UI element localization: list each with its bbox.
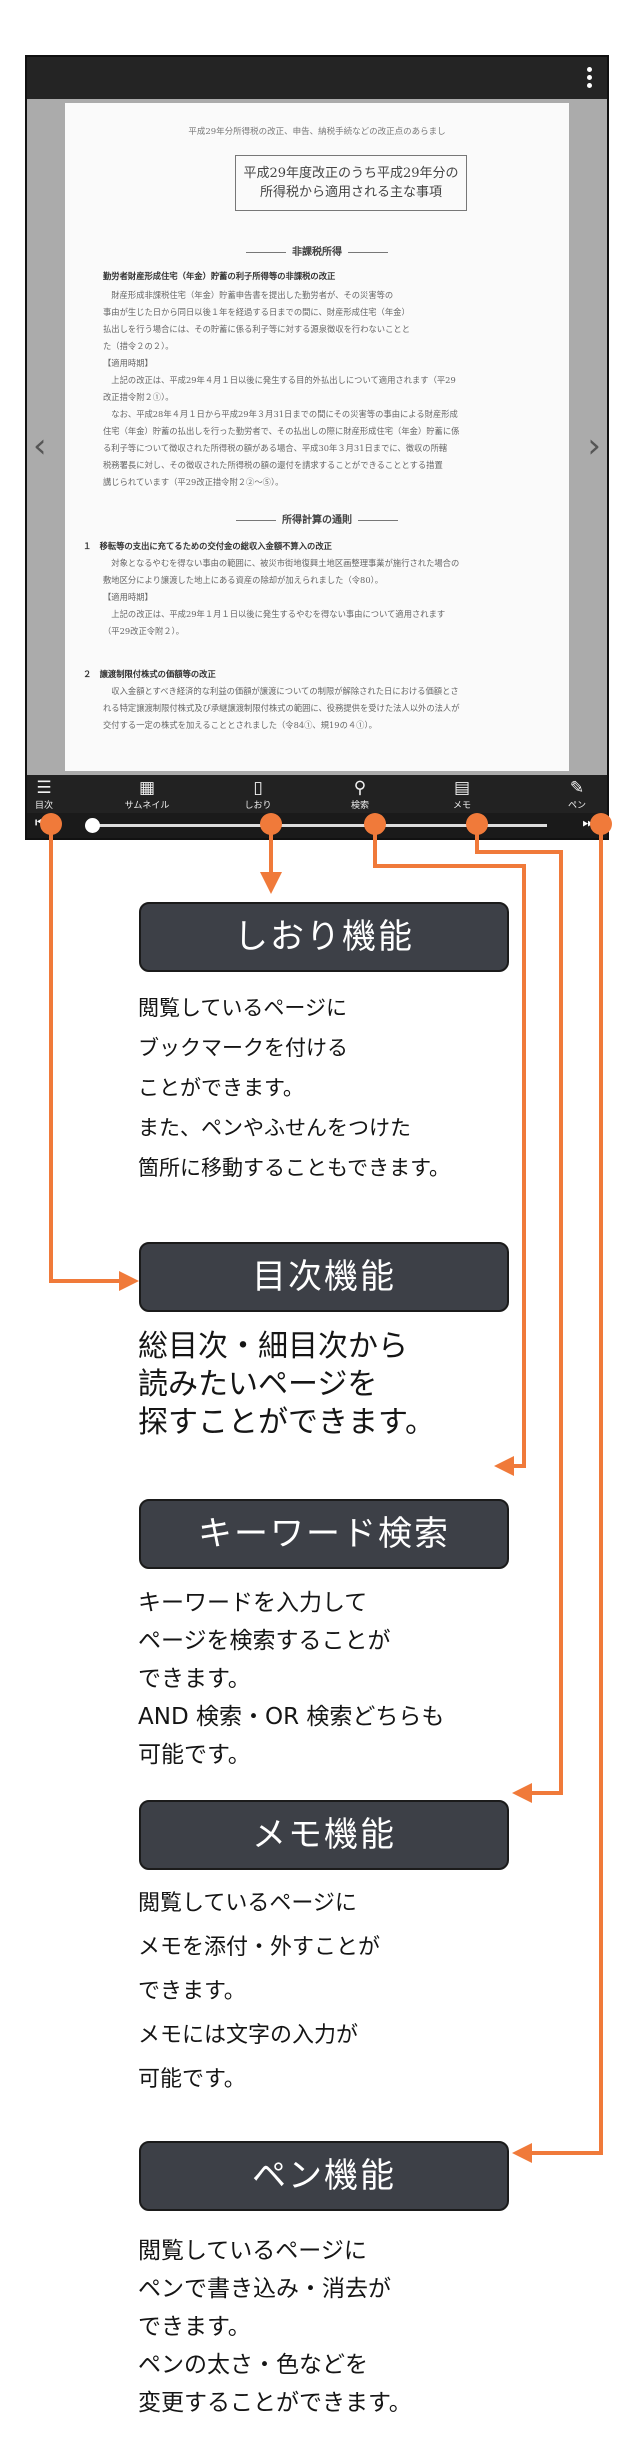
callout-line bbox=[530, 1791, 563, 1795]
callout-arrow-icon bbox=[119, 1271, 139, 1291]
callout-line bbox=[49, 830, 53, 1282]
body-line: 改正措令附２①）。 bbox=[103, 392, 174, 402]
toolbar-toc-button[interactable]: ☰ 目次 bbox=[14, 778, 74, 811]
top-bar bbox=[27, 57, 607, 99]
paragraph-heading: １ 移転等の支出に充てるための交付金の総収入金額不算入の改正 bbox=[83, 541, 332, 551]
toolbar-search-button[interactable]: ⚲ 検索 bbox=[330, 778, 390, 811]
callout-arrow-icon bbox=[494, 1456, 514, 1476]
toc-icon: ☰ bbox=[36, 778, 52, 798]
body-line: 対象となるやむを得ない事由の範囲に、被災市街地復興土地区画整理事業が施行された場… bbox=[103, 558, 460, 568]
callout-marker bbox=[40, 813, 62, 835]
toolbar-thumbnail-button[interactable]: ▦ サムネイル bbox=[117, 778, 177, 811]
body-line: 住宅（年金）貯蓄の払出しを行った勤労者で、その払出しの際に財産形成住宅（年金）貯… bbox=[103, 426, 460, 436]
page-header: 平成29年分所得税の改正、申告、納税手続などの改正点のあらまし bbox=[188, 127, 446, 137]
reader-screenshot: ‹ › 平成29年分所得税の改正、申告、納税手続などの改正点のあらまし 平成29… bbox=[25, 55, 609, 840]
body-line: 上記の改正は、平成29年４月１日以後に発生する目的外払出しについて適用されます（… bbox=[103, 375, 456, 385]
callout-marker bbox=[466, 813, 488, 835]
seek-thumb[interactable] bbox=[85, 818, 100, 833]
callout-line bbox=[475, 830, 479, 853]
document-page: 平成29年分所得税の改正、申告、納税手続などの改正点のあらまし 平成29年度改正… bbox=[65, 103, 569, 771]
bookmark-page-icon: ▯ bbox=[253, 778, 263, 798]
page-title-box: 平成29年度改正のうち平成29年分の 所得税から適用される主な事項 bbox=[235, 155, 467, 211]
feature-title-toc: 目次機能 bbox=[139, 1242, 509, 1312]
page-seek-bar: ⏮ ⏭ bbox=[27, 813, 607, 838]
section-heading: 所得計算の通則 bbox=[65, 511, 569, 526]
callout-arrow-icon bbox=[512, 2143, 532, 2163]
callout-line bbox=[522, 864, 526, 1464]
body-line: 事由が生じた日から同日以後１年を経過する日までの間に、財産形成住宅（年金） bbox=[103, 307, 410, 317]
pen-icon: ✎ bbox=[569, 778, 585, 798]
body-line: なお、平成28年４月１日から平成29年３月31日までの間にその災害等の事由による… bbox=[103, 409, 458, 419]
callout-arrow-icon bbox=[512, 1783, 532, 1803]
callout-line bbox=[475, 850, 563, 854]
body-line: る利子等について徴収された所得税の額がある場合、平成30年３月31日までに、徴収… bbox=[103, 443, 448, 453]
callout-line bbox=[373, 864, 526, 868]
callout-line bbox=[559, 850, 563, 1794]
toolbar-bookmark-button[interactable]: ▯ しおり bbox=[228, 778, 288, 811]
body-line: 財産形成非課税住宅（年金）貯蓄申告書を提出した勤労者が、その災害等の bbox=[103, 290, 394, 300]
more-menu-icon[interactable] bbox=[587, 67, 593, 89]
prev-page-arrow-icon[interactable]: ‹ bbox=[33, 426, 47, 466]
paragraph-heading: ２ 譲渡制限付株式の価額等の改正 bbox=[83, 669, 216, 679]
body-line: 敷地区分により譲渡した地上にある資産の除却が加えられました（令80）。 bbox=[103, 575, 384, 585]
feature-desc-memo: 閲覧しているページに メモを添付・外すことが できます。 メモには文字の入力が … bbox=[138, 1891, 381, 2092]
callout-line bbox=[49, 1279, 121, 1283]
callout-line bbox=[269, 830, 273, 875]
body-line: 上記の改正は、平成29年１月１日以後に発生するやむを得ない事由について適用されま… bbox=[103, 609, 446, 619]
feature-title-keyword-search: キーワード検索 bbox=[139, 1499, 509, 1569]
feature-title-pen: ペン機能 bbox=[139, 2141, 509, 2211]
feature-title-memo: メモ機能 bbox=[139, 1800, 509, 1870]
body-line: 収入金額とすべき経済的な利益の価額が譲渡についての制限が解除された日における価額… bbox=[103, 686, 459, 696]
toolbar-memo-button[interactable]: ▤ メモ bbox=[432, 778, 492, 811]
body-line: れる特定譲渡制限付株式及び承継譲渡制限付株式の範囲に、役務提供を受けた法人以外の… bbox=[103, 703, 460, 713]
paragraph-heading: 勤労者財産形成住宅（年金）貯蓄の利子所得等の非課税の改正 bbox=[103, 271, 336, 281]
body-line: 交付する一定の株式を加えることとされました（令84①、規19の４①）。 bbox=[103, 720, 377, 730]
callout-line bbox=[599, 830, 603, 2155]
memo-icon: ▤ bbox=[453, 778, 471, 798]
page-viewer[interactable]: ‹ › 平成29年分所得税の改正、申告、納税手続などの改正点のあらまし 平成29… bbox=[27, 99, 607, 775]
body-line: 【適用時期】 bbox=[103, 358, 153, 368]
grid-icon: ▦ bbox=[138, 778, 156, 798]
feature-desc-keyword-search: キーワードを入力して ページを検索することが できます。 AND 検索・OR 検… bbox=[138, 1590, 445, 1768]
callout-line bbox=[373, 830, 377, 866]
body-line: 【適用時期】 bbox=[103, 592, 153, 602]
feature-title-bookmark: しおり機能 bbox=[139, 902, 509, 972]
callout-marker bbox=[590, 813, 612, 835]
feature-desc-pen: 閲覧しているページに ペンで書き込み・消去が できます。 ペンの太さ・色などを … bbox=[138, 2238, 412, 2416]
callout-marker bbox=[260, 813, 282, 835]
feature-desc-bookmark: 閲覧しているページに ブックマークを付ける ことができます。 また、ペンやふせん… bbox=[138, 996, 451, 1180]
feature-desc-toc: 総目次・細目次から 読みたいページを 探すことができます。 bbox=[138, 1329, 435, 1440]
toolbar-pen-button[interactable]: ✎ ペン bbox=[547, 778, 607, 811]
bottom-toolbar: ☰ 目次 ▦ サムネイル ▯ しおり ⚲ 検索 ▤ メモ ✎ ペン bbox=[27, 775, 607, 813]
body-line: （平29改正令附２）。 bbox=[103, 626, 185, 636]
body-line: 講じられています（平29改正措令附２②～⑤）。 bbox=[103, 477, 284, 487]
seek-track[interactable] bbox=[93, 824, 547, 827]
callout-arrow-icon bbox=[260, 872, 282, 894]
section-heading: 非課税所得 bbox=[65, 243, 569, 258]
search-icon: ⚲ bbox=[353, 778, 367, 798]
body-line: た（措令２の２）。 bbox=[103, 341, 174, 351]
callout-line bbox=[512, 1464, 526, 1468]
callout-line bbox=[530, 2151, 603, 2155]
callout-marker bbox=[364, 813, 386, 835]
next-page-arrow-icon[interactable]: › bbox=[587, 426, 601, 466]
body-line: 税務署長に対し、その徴収された所得税の額の還付を請求することができることとする措… bbox=[103, 460, 443, 470]
body-line: 払出しを行う場合には、その貯蓄に係る利子等に対する源泉徴収を行わないことと bbox=[103, 324, 410, 334]
page-title: 平成29年度改正のうち平成29年分の 所得税から適用される主な事項 bbox=[243, 166, 459, 200]
